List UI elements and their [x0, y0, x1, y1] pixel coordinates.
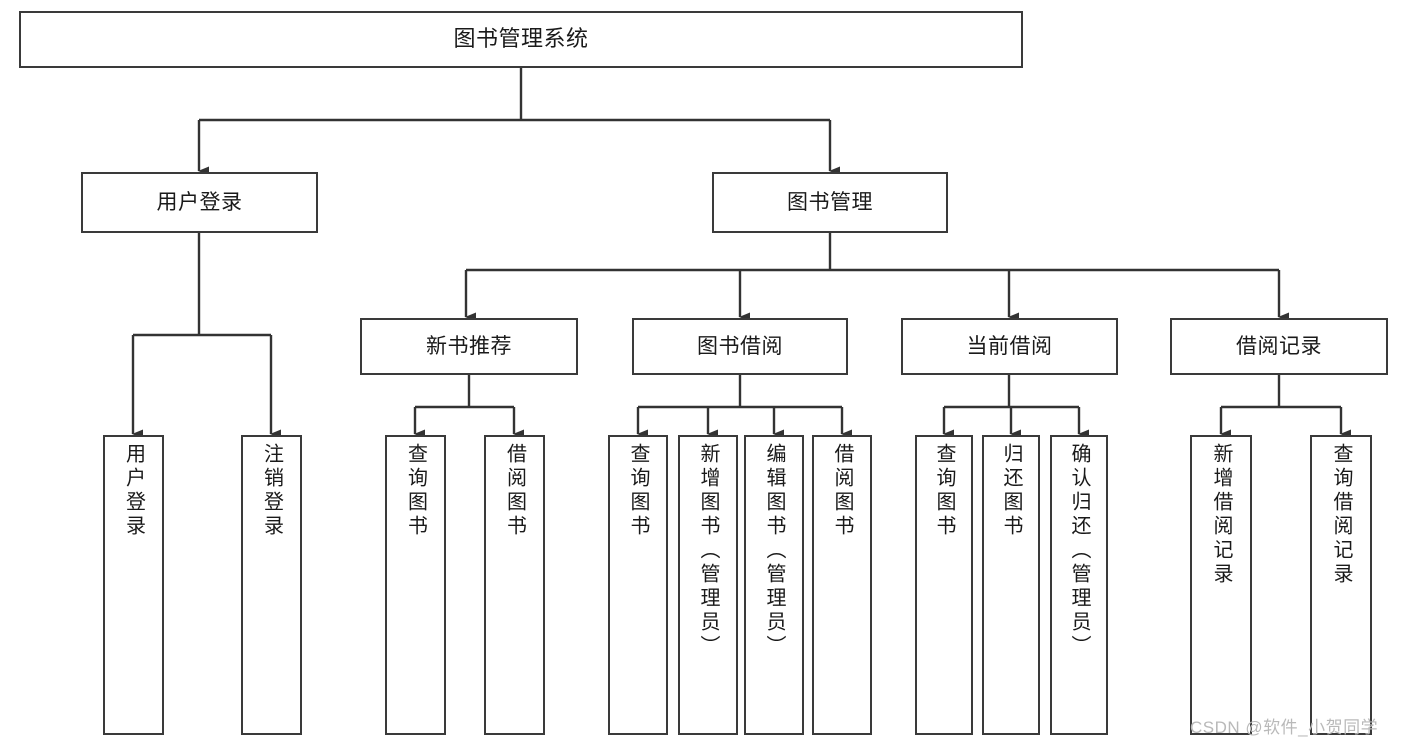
node-root[interactable]: 图书管理系统	[19, 11, 1023, 68]
node-label-leaf-add-record: 新增借阅记录	[1210, 443, 1232, 587]
node-leaf-query-book-2[interactable]: 查询图书	[608, 435, 668, 735]
node-leaf-query-book-1[interactable]: 查询图书	[385, 435, 446, 735]
node-new-book-recommend[interactable]: 新书推荐	[360, 318, 578, 375]
node-label-leaf-edit-book: 编辑图书（管理员）	[763, 443, 785, 659]
node-label-new-book-recommend: 新书推荐	[426, 334, 512, 358]
node-leaf-borrow-book-1[interactable]: 借阅图书	[484, 435, 545, 735]
node-leaf-return-book[interactable]: 归还图书	[982, 435, 1040, 735]
node-leaf-add-book[interactable]: 新增图书（管理员）	[678, 435, 738, 735]
node-user-login[interactable]: 用户登录	[81, 172, 318, 233]
node-label-leaf-query-record: 查询借阅记录	[1330, 443, 1352, 587]
node-leaf-query-book-3[interactable]: 查询图书	[915, 435, 973, 735]
node-leaf-query-record[interactable]: 查询借阅记录	[1310, 435, 1372, 735]
node-label-leaf-borrow-book-2: 借阅图书	[831, 443, 853, 539]
node-label-leaf-borrow-book-1: 借阅图书	[503, 443, 526, 539]
node-label-leaf-logout: 注销登录	[260, 443, 283, 539]
node-book-management[interactable]: 图书管理	[712, 172, 948, 233]
node-leaf-borrow-book-2[interactable]: 借阅图书	[812, 435, 872, 735]
node-label-leaf-user-login: 用户登录	[122, 443, 145, 539]
node-leaf-edit-book[interactable]: 编辑图书（管理员）	[744, 435, 804, 735]
node-label-current-borrow: 当前借阅	[966, 334, 1053, 358]
node-label-book-management: 图书管理	[787, 190, 873, 214]
node-label-user-login: 用户登录	[156, 190, 243, 214]
node-current-borrow[interactable]: 当前借阅	[901, 318, 1118, 375]
node-label-leaf-return-book: 归还图书	[1000, 443, 1022, 539]
node-label-borrow-record: 借阅记录	[1236, 334, 1322, 358]
connector-layer	[131, 68, 1351, 439]
node-label-leaf-query-book-2: 查询图书	[627, 443, 649, 539]
node-label-leaf-query-book-3: 查询图书	[933, 443, 955, 539]
node-leaf-user-login[interactable]: 用户登录	[103, 435, 164, 735]
node-leaf-logout[interactable]: 注销登录	[241, 435, 302, 735]
node-leaf-add-record[interactable]: 新增借阅记录	[1190, 435, 1252, 735]
node-leaf-confirm-return[interactable]: 确认归还（管理员）	[1050, 435, 1108, 735]
node-label-book-borrow: 图书借阅	[697, 334, 783, 358]
node-label-leaf-add-book: 新增图书（管理员）	[697, 443, 719, 659]
node-label-leaf-confirm-return: 确认归还（管理员）	[1068, 443, 1090, 659]
node-label-root: 图书管理系统	[453, 26, 589, 52]
node-label-leaf-query-book-1: 查询图书	[404, 443, 427, 539]
node-borrow-record[interactable]: 借阅记录	[1170, 318, 1388, 375]
node-book-borrow[interactable]: 图书借阅	[632, 318, 848, 375]
